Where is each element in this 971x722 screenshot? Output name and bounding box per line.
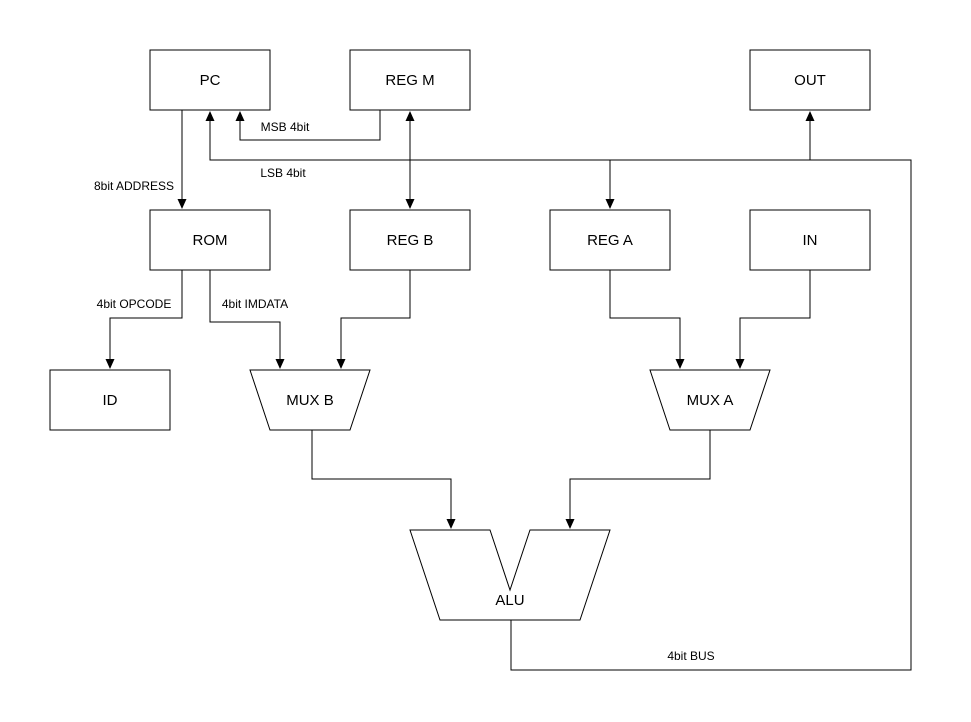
edge-label-imdata: 4bit IMDATA — [222, 297, 288, 311]
node-id-label: ID — [103, 392, 118, 409]
node-rom-label: ROM — [193, 232, 228, 249]
node-out-label: OUT — [794, 72, 826, 89]
edge-label-bus: 4bit BUS — [667, 649, 714, 663]
edge-regm-pc-msb — [235, 110, 381, 141]
edge-muxa-alu — [565, 430, 711, 529]
edge-labels: 8bit ADDRESS MSB 4bit LSB 4bit 4bit OPCO… — [94, 120, 715, 663]
nodes: PC REG M OUT ROM REG B REG A — [49, 49, 871, 621]
node-reg-a-label: REG A — [587, 232, 633, 249]
node-reg-b-label: REG B — [387, 232, 434, 249]
node-mux-b-label: MUX B — [286, 392, 334, 409]
edge-regb-muxb — [336, 270, 411, 369]
node-alu-label: ALU — [495, 592, 524, 609]
node-out: OUT — [749, 49, 871, 111]
node-reg-m-label: REG M — [385, 72, 434, 89]
edge-alu-bus-pc — [205, 111, 912, 671]
node-reg-a: REG A — [549, 209, 671, 271]
node-pc: PC — [149, 49, 271, 111]
edge-label-msb: MSB 4bit — [261, 120, 310, 134]
edge-rom-id-opcode — [105, 270, 183, 369]
edge-label-opcode: 4bit OPCODE — [97, 297, 172, 311]
node-id: ID — [49, 369, 171, 431]
edge-rom-muxb-imdata — [209, 270, 285, 369]
edge-label-address: 8bit ADDRESS — [94, 179, 174, 193]
node-mux-a: MUX A — [649, 369, 771, 431]
node-reg-m: REG M — [349, 49, 471, 111]
edges — [105, 110, 912, 671]
edge-label-lsb: LSB 4bit — [260, 166, 306, 180]
node-rom: ROM — [149, 209, 271, 271]
edge-in-muxa — [735, 270, 811, 369]
edge-rega-muxa — [609, 270, 685, 369]
node-mux-a-label: MUX A — [687, 392, 734, 409]
node-alu: ALU — [409, 529, 611, 621]
node-reg-b: REG B — [349, 209, 471, 271]
node-pc-label: PC — [200, 72, 221, 89]
edge-muxb-alu — [311, 430, 456, 529]
node-mux-b: MUX B — [249, 369, 371, 431]
node-in-label: IN — [803, 232, 818, 249]
node-in: IN — [749, 209, 871, 271]
